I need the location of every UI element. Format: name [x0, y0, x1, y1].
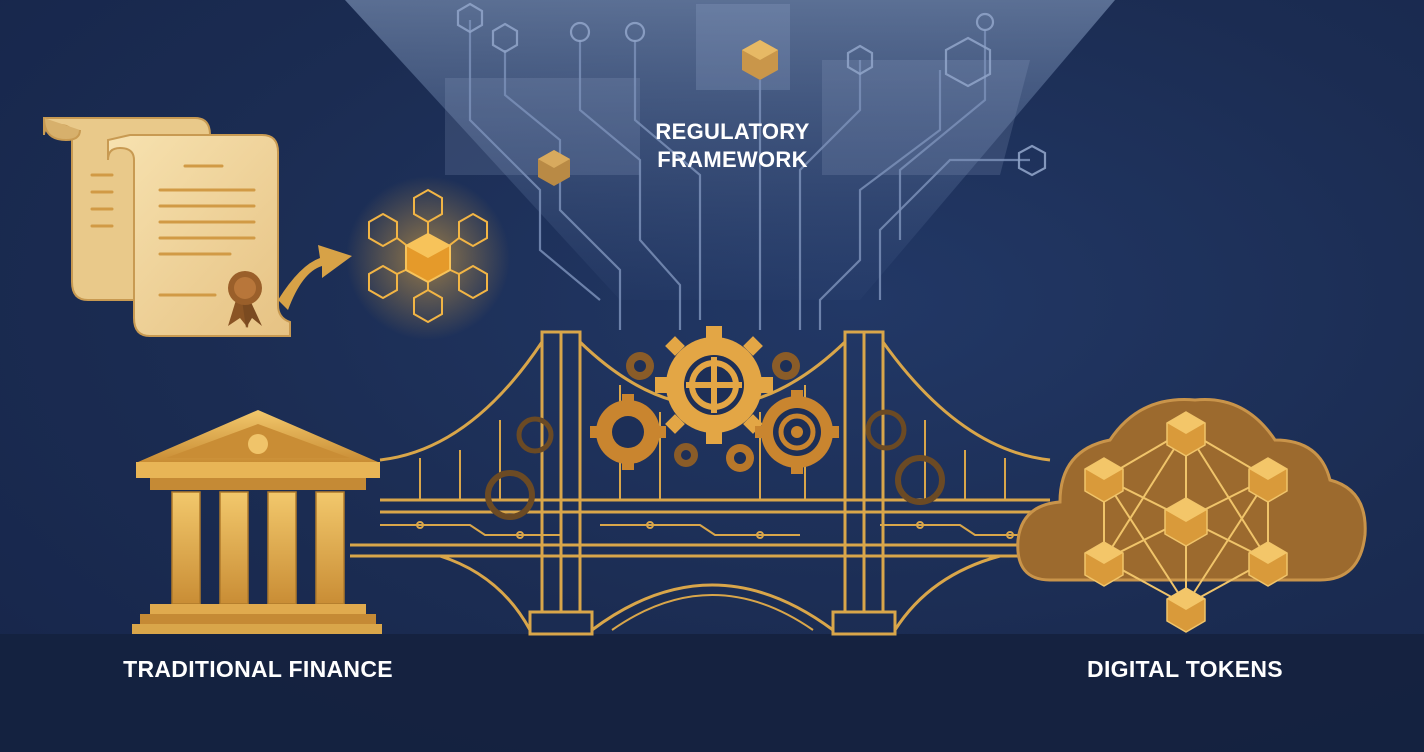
cube-icon	[1166, 411, 1206, 457]
regulatory-framework-label: REGULATORY FRAMEWORK	[600, 118, 865, 174]
regulatory-label-line2: FRAMEWORK	[657, 147, 808, 172]
blockchain-cluster-icon	[346, 176, 510, 340]
cube-icon	[1164, 497, 1208, 547]
gear-icon	[485, 352, 945, 520]
regulatory-label-line1: REGULATORY	[655, 119, 810, 144]
ground-band	[0, 634, 1424, 752]
cube-icon	[1248, 457, 1288, 503]
gear-icon	[755, 390, 839, 474]
traditional-finance-label: TRADITIONAL FINANCE	[123, 656, 393, 682]
cube-icon	[1084, 457, 1124, 503]
token-cloud-icon	[1016, 398, 1367, 633]
seal-icon	[228, 271, 262, 328]
cube-icon	[1248, 541, 1288, 587]
digital-tokens-label: DIGITAL TOKENS	[1087, 656, 1283, 682]
cube-icon	[742, 40, 778, 80]
circuit-funnel-icon	[345, 0, 1115, 330]
cube-icon	[1166, 587, 1206, 633]
document-scroll-icon	[43, 117, 291, 337]
cube-icon	[1084, 541, 1124, 587]
cube-icon	[538, 150, 570, 186]
bank-building-icon	[132, 410, 382, 634]
arrow-icon	[278, 245, 352, 310]
gear-icon	[590, 394, 666, 470]
bridge-icon	[350, 330, 1060, 636]
